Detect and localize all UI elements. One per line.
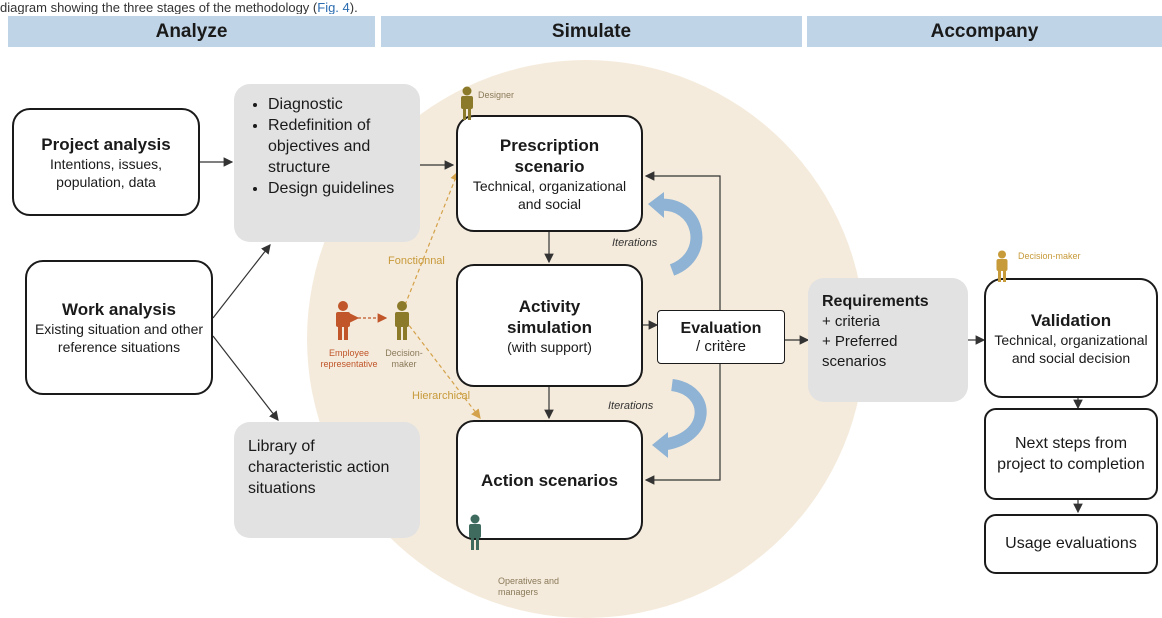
evaluation-title: Evaluation (680, 319, 762, 337)
library-box: Library of characteristic action situati… (234, 422, 420, 538)
diagnostic-item: Redefinition of objectives and structure (268, 115, 412, 178)
hierarchical-label: Hierarchical (412, 390, 471, 402)
action-box: Action scenarios (456, 420, 643, 540)
iterations-label-top: Iterations (612, 237, 658, 249)
employee-person-icon (334, 300, 352, 345)
caption-text: diagram showing the three stages of the … (0, 0, 358, 14)
designer-label: Designer (478, 90, 515, 100)
decision-maker-label: Decision-maker (385, 348, 423, 369)
project-analysis-title: Project analysis (41, 134, 171, 154)
requirements-line: + Preferred scenarios (822, 333, 898, 370)
phase-accompany: Accompany (807, 16, 1162, 47)
action-title: Action scenarios (481, 470, 618, 490)
arrow-work-diagnostic (212, 244, 271, 319)
caption-line: diagram showing the three stages of the … (0, 0, 1162, 14)
decision-maker-right-label: Decision-maker (1018, 251, 1081, 261)
fonctionnal-label: Fonctionnal (388, 255, 445, 267)
phase-simulate-label: Simulate (551, 20, 632, 42)
iteration-arrow-top (656, 198, 703, 276)
validation-title: Validation (1030, 310, 1112, 330)
activity-title: Activity simulation (506, 296, 592, 337)
iterations-label-bottom: Iterations (608, 400, 654, 412)
figure-link[interactable]: Fig. 4 (317, 0, 350, 14)
activity-subtitle: (with support) (507, 338, 592, 355)
validation-subtitle: Technical, organizational and social dec… (994, 331, 1148, 366)
phase-simulate: Simulate (381, 16, 802, 47)
work-analysis-title: Work analysis (61, 300, 177, 319)
diagnostic-item: Diagnostic (268, 94, 412, 115)
phase-analyze-label: Analyze (155, 20, 228, 42)
phase-accompany-label: Accompany (930, 20, 1039, 42)
validation-box: Validation Technical, organizational and… (984, 278, 1158, 398)
diagnostic-list: Diagnostic Redefinition of objectives an… (252, 94, 412, 199)
requirements-line: + criteria (822, 313, 880, 330)
work-analysis-subtitle: Existing situation and other reference s… (34, 321, 204, 355)
requirements-box: Requirements + criteria + Preferred scen… (808, 278, 968, 402)
arrow-evaluation-prescription (644, 171, 721, 310)
arrow-evaluation-action (644, 342, 721, 485)
project-analysis-box: Project analysis Intentions, issues, pop… (12, 108, 200, 216)
usage-box: Usage evaluations (984, 514, 1158, 574)
prescription-title: Prescription scenario (499, 135, 600, 176)
designer-person-icon (459, 86, 475, 125)
evaluation-subtitle: / critère (695, 337, 746, 355)
decision-maker-right-person-icon (995, 250, 1009, 287)
iteration-arrow-bottom (659, 379, 707, 451)
project-analysis-subtitle: Intentions, issues, population, data (49, 155, 163, 190)
operatives-person-icon (467, 514, 483, 555)
diagnostic-item: Design guidelines (268, 178, 412, 199)
operatives-label: Operatives and managers (498, 576, 560, 597)
next-steps-box: Next steps from project to completion (984, 408, 1158, 500)
employee-label: Employee representative (320, 348, 378, 369)
phase-analyze: Analyze (8, 16, 375, 47)
dashed-functional (404, 170, 460, 306)
arrow-work-library (212, 335, 279, 421)
prescription-subtitle: Technical, organizational and social (472, 177, 627, 212)
activity-box: Activity simulation (with support) (456, 264, 643, 387)
work-analysis-box: Work analysis Existing situation and oth… (25, 260, 213, 395)
requirements-title: Requirements (822, 293, 929, 310)
next-steps-text: Next steps from project to completion (997, 435, 1145, 473)
prescription-box: Prescription scenario Technical, organiz… (456, 115, 643, 232)
library-text: Library of characteristic action situati… (248, 438, 390, 497)
decision-maker-person-icon (393, 300, 411, 345)
evaluation-box: Evaluation / critère (657, 310, 785, 364)
diagnostic-box: Diagnostic Redefinition of objectives an… (234, 84, 420, 242)
usage-text: Usage evaluations (1005, 535, 1137, 552)
